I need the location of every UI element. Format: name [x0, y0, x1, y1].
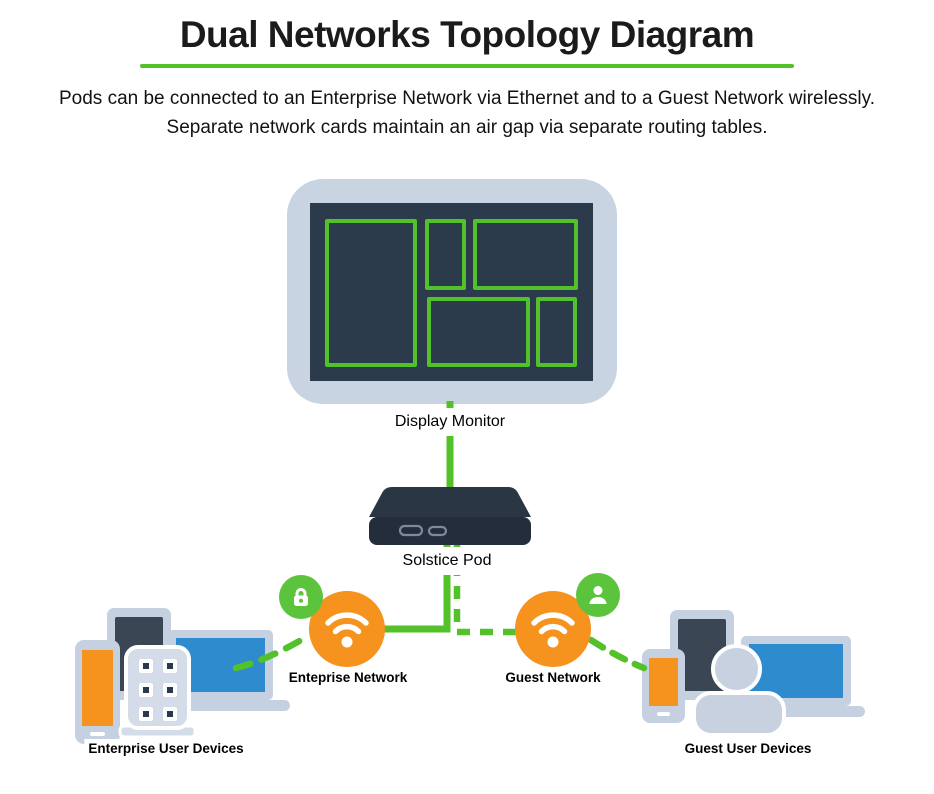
subtitle-line-1: Pods can be connected to an Enterprise N…: [58, 88, 875, 109]
usbc-port-icon: [427, 525, 448, 537]
wifi-icon: [531, 612, 575, 648]
shared-window-4: [427, 297, 530, 367]
lock-badge: [279, 575, 323, 619]
lock-icon: [294, 588, 308, 606]
enterprise-network-node: [309, 591, 385, 667]
guest-network-label: Guest Network: [501, 668, 605, 687]
shared-window-5: [536, 297, 577, 367]
pod-front-face: [369, 517, 531, 545]
solstice-pod-icon: [369, 487, 531, 545]
enterprise-user-devices-label: Enterprise User Devices: [84, 739, 248, 758]
keypad-device-icon: [118, 645, 197, 739]
shared-window-3: [473, 219, 578, 290]
pod-top-face: [369, 487, 531, 517]
user-badge: [576, 573, 620, 617]
shared-window-2: [425, 219, 466, 290]
monitor-screen: [310, 203, 593, 381]
enterprise-network-label: Enteprise Network: [284, 668, 412, 687]
display-monitor-icon: [287, 179, 617, 404]
solstice-pod-label: Solstice Pod: [394, 547, 500, 575]
hdmi-port-icon: [398, 524, 424, 537]
shared-window-1: [325, 219, 417, 367]
user-icon: [589, 586, 607, 604]
laptop-icon: [735, 636, 865, 717]
title-underline: [140, 64, 794, 68]
page-title: Dual Networks Topology Diagram: [179, 14, 755, 55]
subtitle-line-2: Separate network cards maintain an air g…: [166, 117, 768, 138]
wifi-icon: [325, 612, 369, 648]
guest-user-devices: [642, 610, 865, 737]
guest-user-devices-label: Guest User Devices: [680, 739, 816, 758]
display-monitor-label: Display Monitor: [386, 408, 514, 436]
person-icon: [692, 644, 786, 737]
enterprise-user-devices: [75, 608, 290, 744]
smartphone-icon: [642, 649, 685, 723]
smartphone-icon: [75, 640, 120, 744]
